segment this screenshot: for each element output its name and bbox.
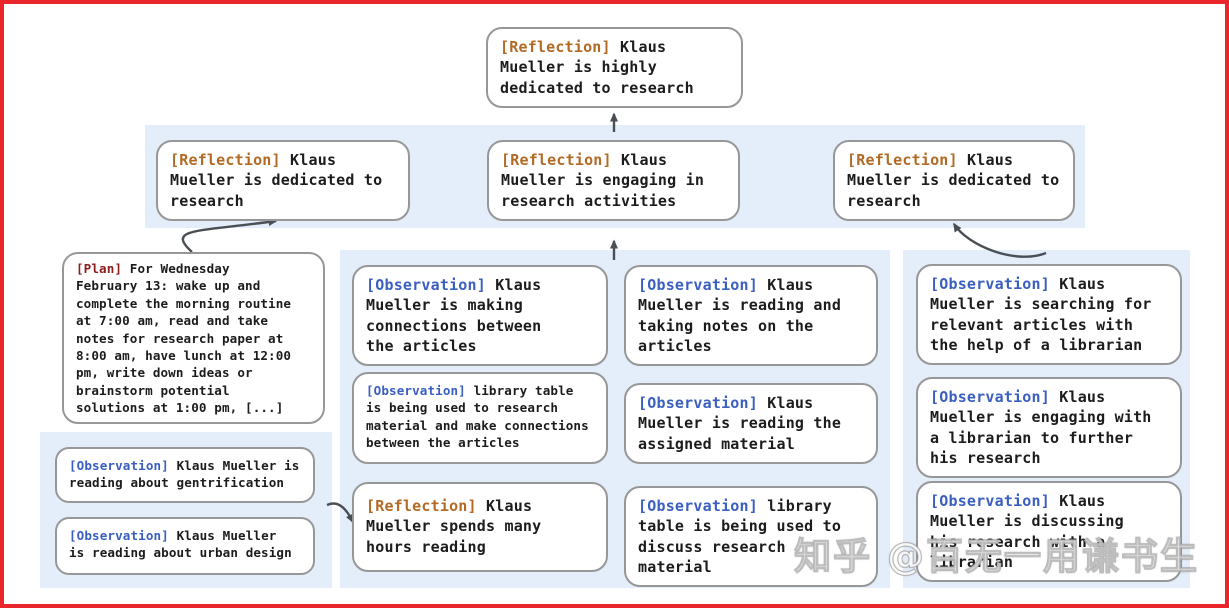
- node-text: Klaus Mueller is searching for relevant …: [930, 275, 1152, 354]
- node-text: Klaus Mueller is reading about gentrific…: [69, 458, 300, 491]
- node-observation-gentrification: [Observation] Klaus Mueller is reading a…: [55, 447, 315, 503]
- node-text: library table is being used to research …: [366, 383, 589, 451]
- reflection-tag: [Reflection]: [847, 151, 958, 169]
- node-observation-assigned-material: [Observation] Klaus Mueller is reading t…: [624, 383, 878, 464]
- node-observation-library-discuss: [Observation] library table is being use…: [624, 486, 878, 587]
- node-reflection-right: [Reflection] Klaus Mueller is dedicated …: [833, 140, 1075, 221]
- observation-tag: [Observation]: [638, 497, 758, 515]
- plan-tag: [Plan]: [76, 261, 123, 276]
- node-observation-urban-design: [Observation] Klaus Mueller is reading a…: [55, 517, 315, 575]
- node-observation-library-research: [Observation] library table is being use…: [352, 372, 608, 464]
- node-text: Klaus Mueller spends many hours reading: [366, 497, 542, 556]
- node-text: Klaus Mueller is engaging in research ac…: [501, 151, 705, 210]
- node-text: Klaus Mueller is discussing his research…: [930, 492, 1124, 571]
- node-reflection-root: [Reflection] Klaus Mueller is highly ded…: [486, 27, 743, 108]
- observation-tag: [Observation]: [366, 276, 486, 294]
- node-observation-searching-articles: [Observation] Klaus Mueller is searching…: [916, 264, 1182, 365]
- observation-tag: [Observation]: [366, 383, 466, 398]
- node-plan: [Plan] For Wednesday February 13: wake u…: [62, 252, 325, 425]
- node-observation-discussing-librarian: [Observation] Klaus Mueller is discussin…: [916, 481, 1182, 582]
- node-text: Klaus Mueller is reading and taking note…: [638, 276, 842, 355]
- node-text: Klaus Mueller is highly dedicated to res…: [500, 38, 694, 97]
- observation-tag: [Observation]: [930, 492, 1050, 510]
- node-text: Klaus Mueller is engaging with a librari…: [930, 388, 1152, 467]
- observation-tag: [Observation]: [638, 394, 758, 412]
- node-reflection-middle: [Reflection] Klaus Mueller is engaging i…: [487, 140, 740, 221]
- node-text: Klaus Mueller is reading the assigned ma…: [638, 394, 842, 453]
- observation-tag: [Observation]: [69, 528, 169, 543]
- observation-tag: [Observation]: [638, 276, 758, 294]
- node-text: library table is being used to discuss r…: [638, 497, 842, 576]
- reflection-tag: [Reflection]: [366, 497, 477, 515]
- reflection-tag: [Reflection]: [500, 38, 611, 56]
- observation-tag: [Observation]: [69, 458, 169, 473]
- node-observation-engaging-librarian: [Observation] Klaus Mueller is engaging …: [916, 377, 1182, 478]
- node-reflection-left: [Reflection] Klaus Mueller is dedicated …: [156, 140, 410, 221]
- node-observation-taking-notes: [Observation] Klaus Mueller is reading a…: [624, 265, 878, 366]
- node-observation-connections: [Observation] Klaus Mueller is making co…: [352, 265, 608, 366]
- observation-tag: [Observation]: [930, 388, 1050, 406]
- node-text: Klaus Mueller is dedicated to research: [847, 151, 1060, 210]
- observation-tag: [Observation]: [930, 275, 1050, 293]
- reflection-tag: [Reflection]: [501, 151, 612, 169]
- node-text: Klaus Mueller is making connections betw…: [366, 276, 542, 355]
- node-text: Klaus Mueller is reading about urban des…: [69, 528, 292, 561]
- reflection-tag: [Reflection]: [170, 151, 281, 169]
- zhihu-watermark: 知乎 @百无一用谦书生: [794, 534, 1199, 578]
- node-reflection-hours-reading: [Reflection] Klaus Mueller spends many h…: [352, 482, 608, 572]
- node-text: For Wednesday February 13: wake up and c…: [76, 261, 292, 415]
- node-text: Klaus Mueller is dedicated to research: [170, 151, 383, 210]
